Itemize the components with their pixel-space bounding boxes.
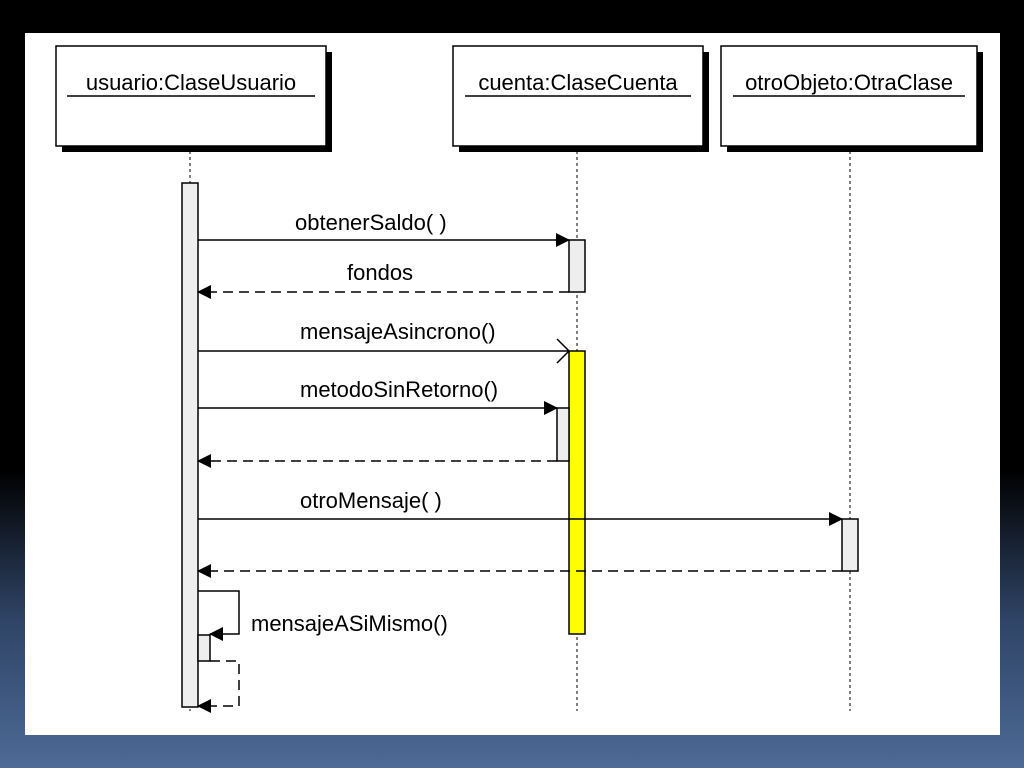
object-cuenta: cuenta:ClaseCuenta xyxy=(452,45,709,152)
activation-cuenta-saldo xyxy=(568,239,586,293)
message-label: metodoSinRetorno() xyxy=(300,377,498,402)
slide-canvas: usuario:ClaseUsuario cuenta:ClaseCuenta … xyxy=(25,33,1000,735)
message-fondos-return: fondos xyxy=(197,260,569,299)
sequence-diagram: usuario:ClaseUsuario cuenta:ClaseCuenta … xyxy=(55,45,983,713)
object-usuario-label: usuario:ClaseUsuario xyxy=(86,70,296,95)
message-mensaje-a-si-mismo: mensajeASiMismo() xyxy=(198,590,448,641)
message-otro-mensaje: otroMensaje( ) xyxy=(198,488,843,526)
activation-cuenta-sinretorno xyxy=(556,407,570,462)
message-metodo-sin-retorno: metodoSinRetorno() xyxy=(198,377,558,415)
message-self-return xyxy=(197,660,240,713)
message-mensaje-asincrono: mensajeAsincrono() xyxy=(198,319,571,364)
message-label: otroMensaje( ) xyxy=(300,488,442,513)
message-label: fondos xyxy=(347,260,413,285)
object-usuario: usuario:ClaseUsuario xyxy=(55,45,332,152)
message-label: mensajeAsincrono() xyxy=(300,319,496,344)
activation-cuenta-async xyxy=(568,350,586,635)
activation-usuario xyxy=(181,182,199,708)
object-cuenta-label: cuenta:ClaseCuenta xyxy=(478,70,678,95)
message-label: mensajeASiMismo() xyxy=(251,611,448,636)
object-otro: otroObjeto:OtraClase xyxy=(720,45,983,152)
activation-usuario-self xyxy=(197,634,211,662)
message-label: obtenerSaldo( ) xyxy=(295,210,447,235)
object-otro-label: otroObjeto:OtraClase xyxy=(745,70,953,95)
message-obtener-saldo: obtenerSaldo( ) xyxy=(198,210,570,247)
activation-otro xyxy=(841,518,859,572)
